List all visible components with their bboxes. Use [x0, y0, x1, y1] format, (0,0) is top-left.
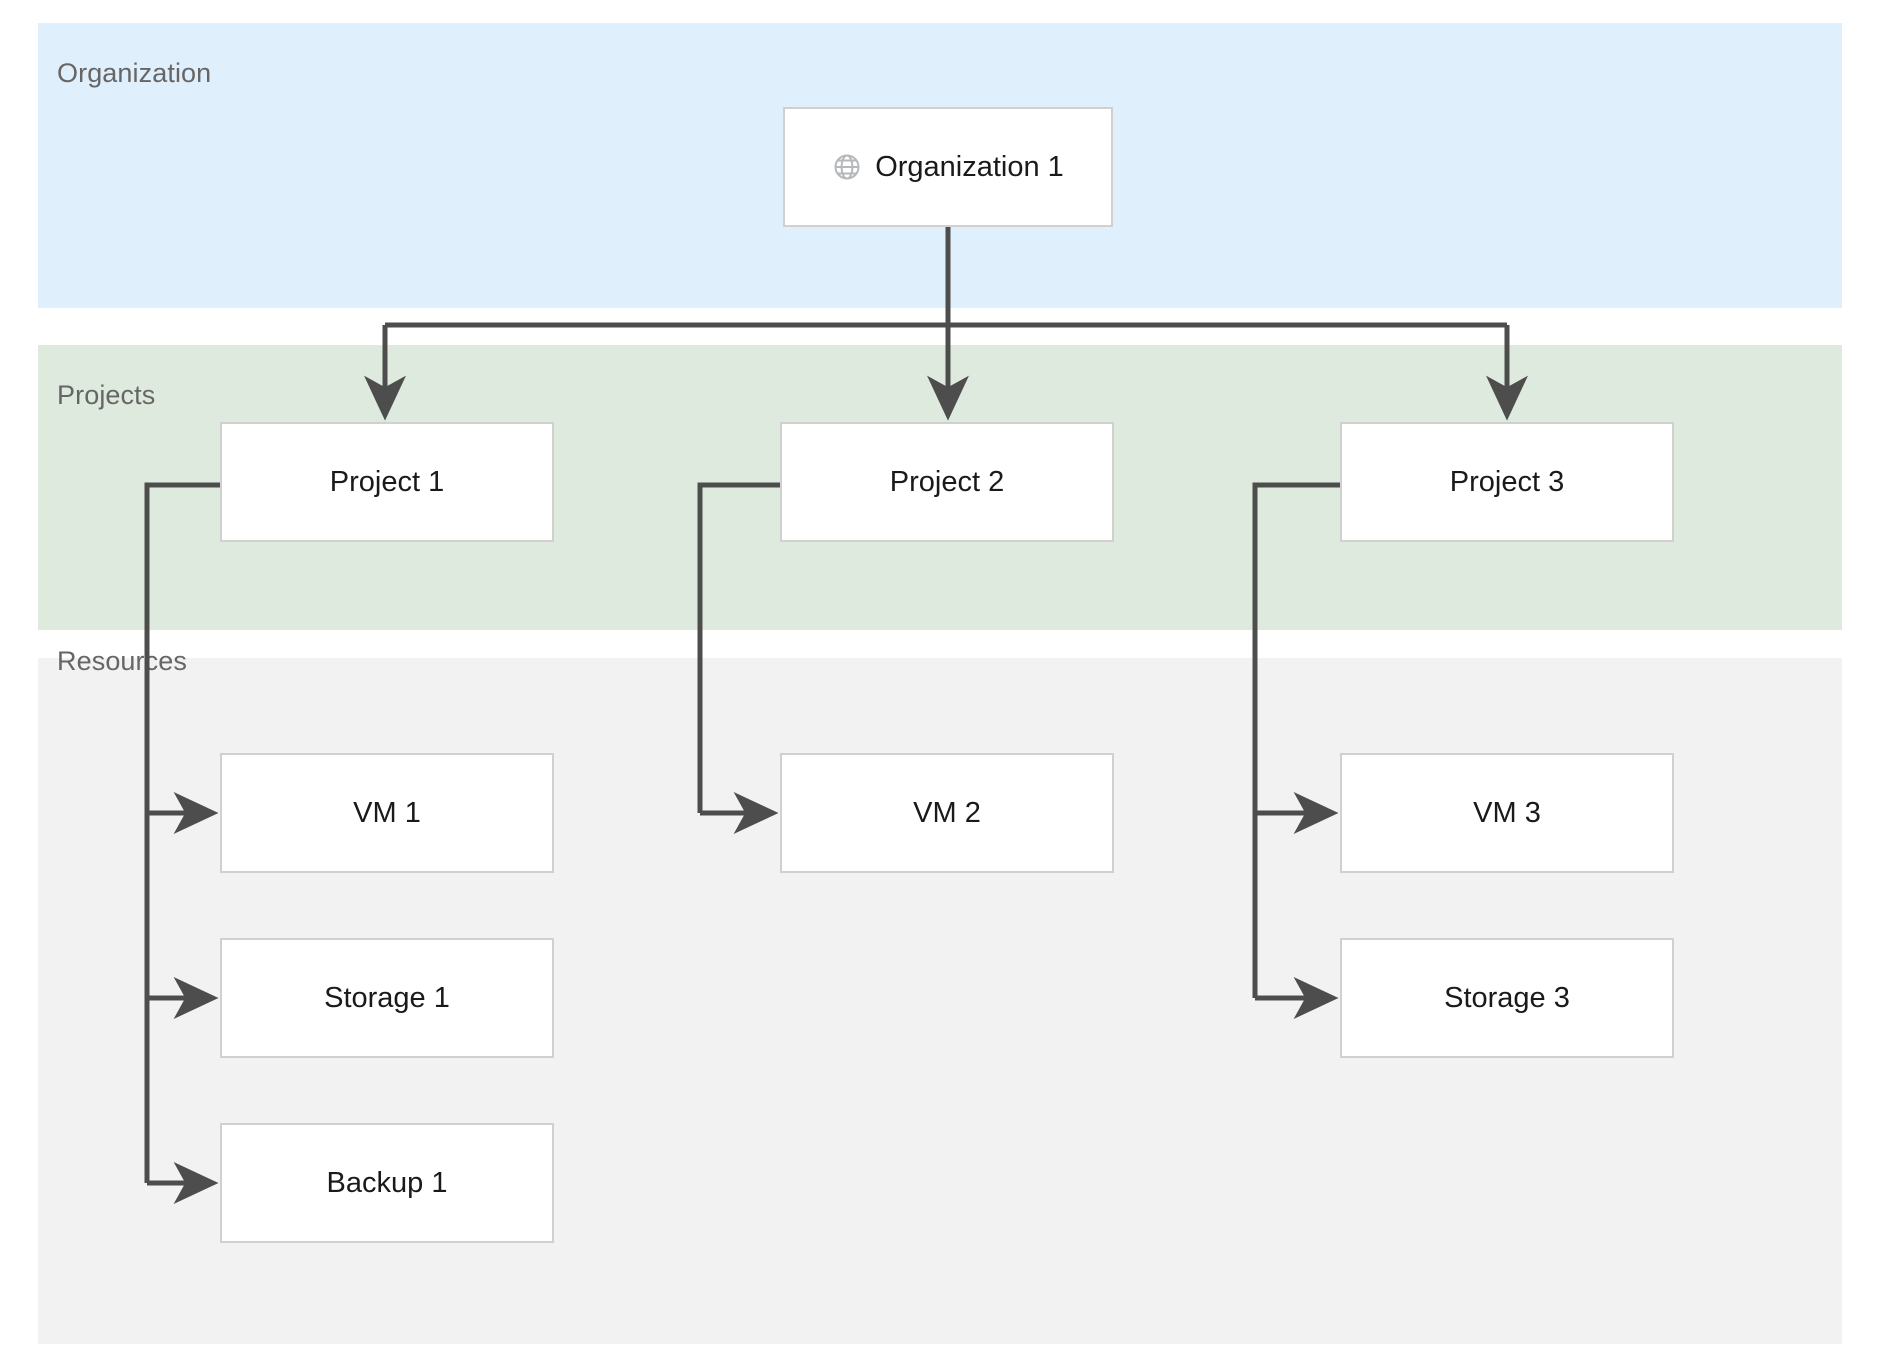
band-label-organization: Organization	[57, 58, 212, 88]
node-vm-2[interactable]: VM 2	[780, 753, 1114, 873]
node-storage-3[interactable]: Storage 3	[1340, 938, 1674, 1058]
node-label-vm-3: VM 3	[1473, 796, 1541, 829]
node-project-1[interactable]: Project 1	[220, 422, 554, 542]
node-storage-1[interactable]: Storage 1	[220, 938, 554, 1058]
node-label-project-2: Project 2	[889, 465, 1005, 498]
node-organization-1[interactable]: Organization 1	[783, 107, 1113, 227]
node-backup-1[interactable]: Backup 1	[220, 1123, 554, 1243]
node-label-vm-2: VM 2	[913, 796, 981, 829]
band-label-projects: Projects	[57, 380, 156, 410]
globe-icon	[834, 154, 860, 180]
node-vm-1[interactable]: VM 1	[220, 753, 554, 873]
node-project-2[interactable]: Project 2	[780, 422, 1114, 542]
node-label-storage-3: Storage 3	[1444, 981, 1570, 1014]
band-label-resources: Resources	[57, 646, 187, 676]
node-label-backup-1: Backup 1	[326, 1166, 448, 1199]
node-vm-3[interactable]: VM 3	[1340, 753, 1674, 873]
node-label-vm-1: VM 1	[353, 796, 421, 829]
node-project-3[interactable]: Project 3	[1340, 422, 1674, 542]
node-label-project-1: Project 1	[329, 465, 445, 498]
node-label-organization-1: Organization 1	[875, 150, 1064, 183]
node-label-project-3: Project 3	[1449, 465, 1565, 498]
node-label-storage-1: Storage 1	[324, 981, 450, 1014]
